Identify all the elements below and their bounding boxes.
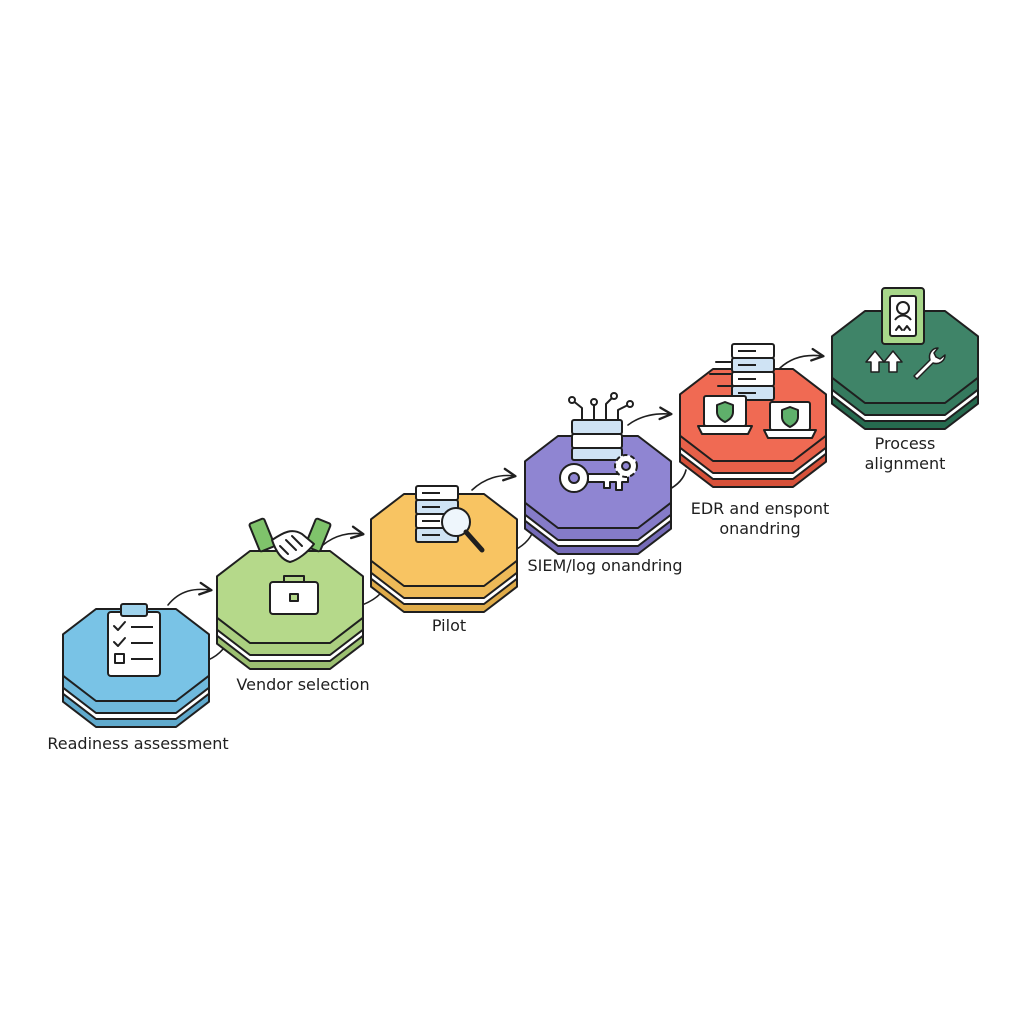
wrench-icon xyxy=(913,347,946,380)
step-platform-3 xyxy=(370,493,518,613)
step-platform-1 xyxy=(62,608,210,728)
step-label-2: Vendor selection xyxy=(153,675,453,695)
step-label-line: alignment xyxy=(864,454,946,473)
step-label-line: Pilot xyxy=(431,616,467,635)
step-label-line: EDR and enspont xyxy=(690,499,830,518)
server-magnifier-icon xyxy=(415,485,485,553)
handshake-icon xyxy=(248,517,332,563)
key-icon xyxy=(559,463,629,493)
connector-5-6 xyxy=(779,347,825,369)
step-label-3: Pilot xyxy=(299,616,599,636)
step-label-line: Vendor selection xyxy=(236,675,370,694)
connector-2-3 xyxy=(322,525,365,546)
gear-icon xyxy=(614,454,638,478)
clipboard-checklist-icon xyxy=(107,603,161,677)
step-label-line: Process xyxy=(874,434,936,453)
step-label-line: Readiness assessment xyxy=(47,734,229,753)
chip-circuit-icon xyxy=(568,392,634,461)
up-arrows-icon xyxy=(865,350,903,373)
connector-1-2 xyxy=(167,581,213,606)
step-label-1: Readiness assessment xyxy=(0,734,288,754)
briefcase-icon xyxy=(269,575,319,615)
laptop-shield-icon xyxy=(697,395,817,439)
id-badge-icon xyxy=(881,287,925,345)
step-label-line: onandring xyxy=(719,519,801,538)
step-label-4: SIEM/log onandring xyxy=(455,556,755,576)
connector-3-4 xyxy=(471,467,517,491)
step-platform-2 xyxy=(216,550,364,670)
step-label-line: SIEM/log onandring xyxy=(527,556,683,575)
connector-4-5 xyxy=(627,406,673,426)
